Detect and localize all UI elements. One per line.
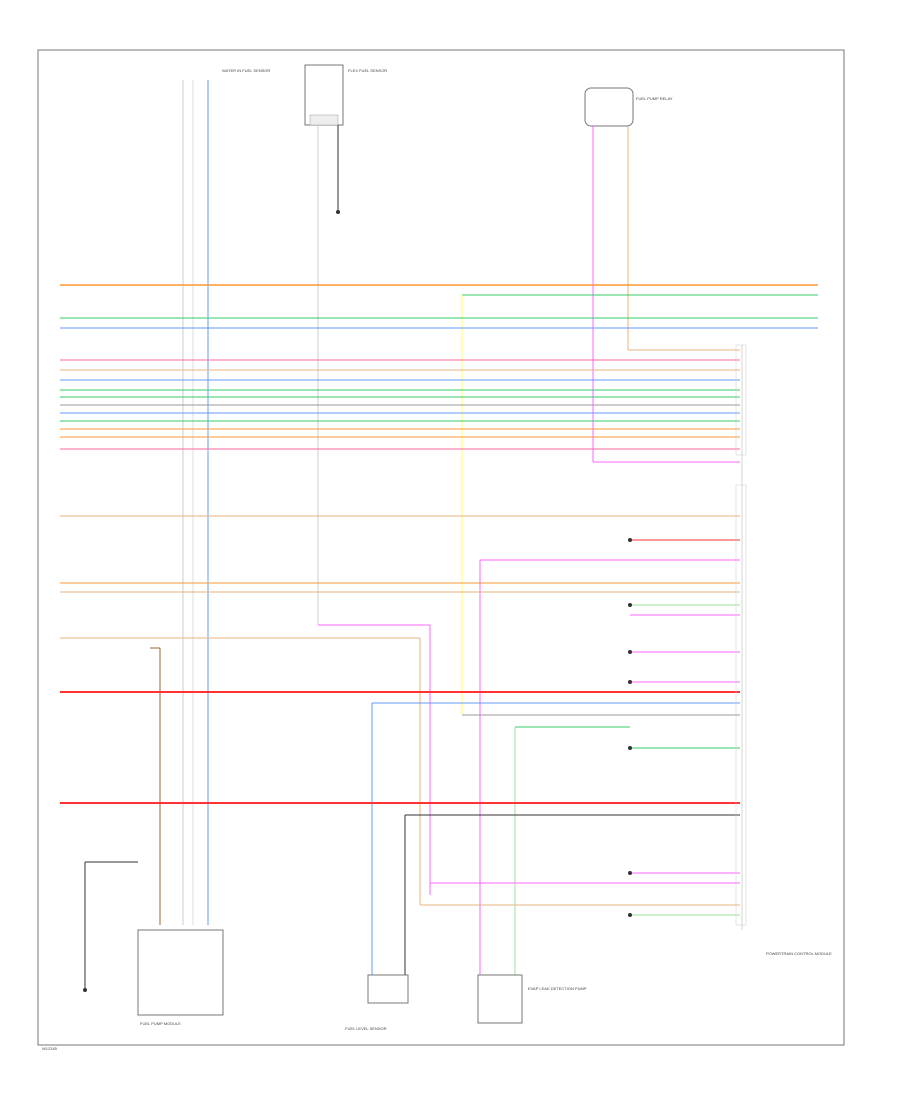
bus-wires bbox=[60, 284, 818, 975]
bottom-right-component-box bbox=[477, 974, 523, 1024]
top-left-component-label: WATER IN FUEL SENSOR bbox=[222, 68, 270, 73]
top-mid-component-label: FLEX FUEL SENSOR bbox=[348, 68, 387, 73]
bottom-mid-component-box bbox=[367, 974, 409, 1004]
footer-code: W12345 bbox=[42, 1046, 58, 1051]
module-pin-column bbox=[735, 344, 747, 930]
bottom-left-component-box bbox=[137, 929, 224, 1016]
bottom-right-component-label: EVAP LEAK DETECTION PUMP bbox=[528, 986, 587, 991]
bottom-mid-component-label: FUEL LEVEL SENSOR bbox=[345, 1026, 387, 1031]
top-left-wires bbox=[150, 80, 209, 925]
diagram-frame bbox=[37, 49, 845, 1046]
bottom-left-component-label: FUEL PUMP MODULE bbox=[140, 1021, 181, 1026]
splice-dots bbox=[628, 538, 632, 917]
top-right-component-label: FUEL PUMP RELAY bbox=[636, 96, 673, 101]
top-right-component-box bbox=[584, 87, 634, 127]
right-module-label: POWERTRAIN CONTROL MODULE bbox=[766, 951, 832, 956]
